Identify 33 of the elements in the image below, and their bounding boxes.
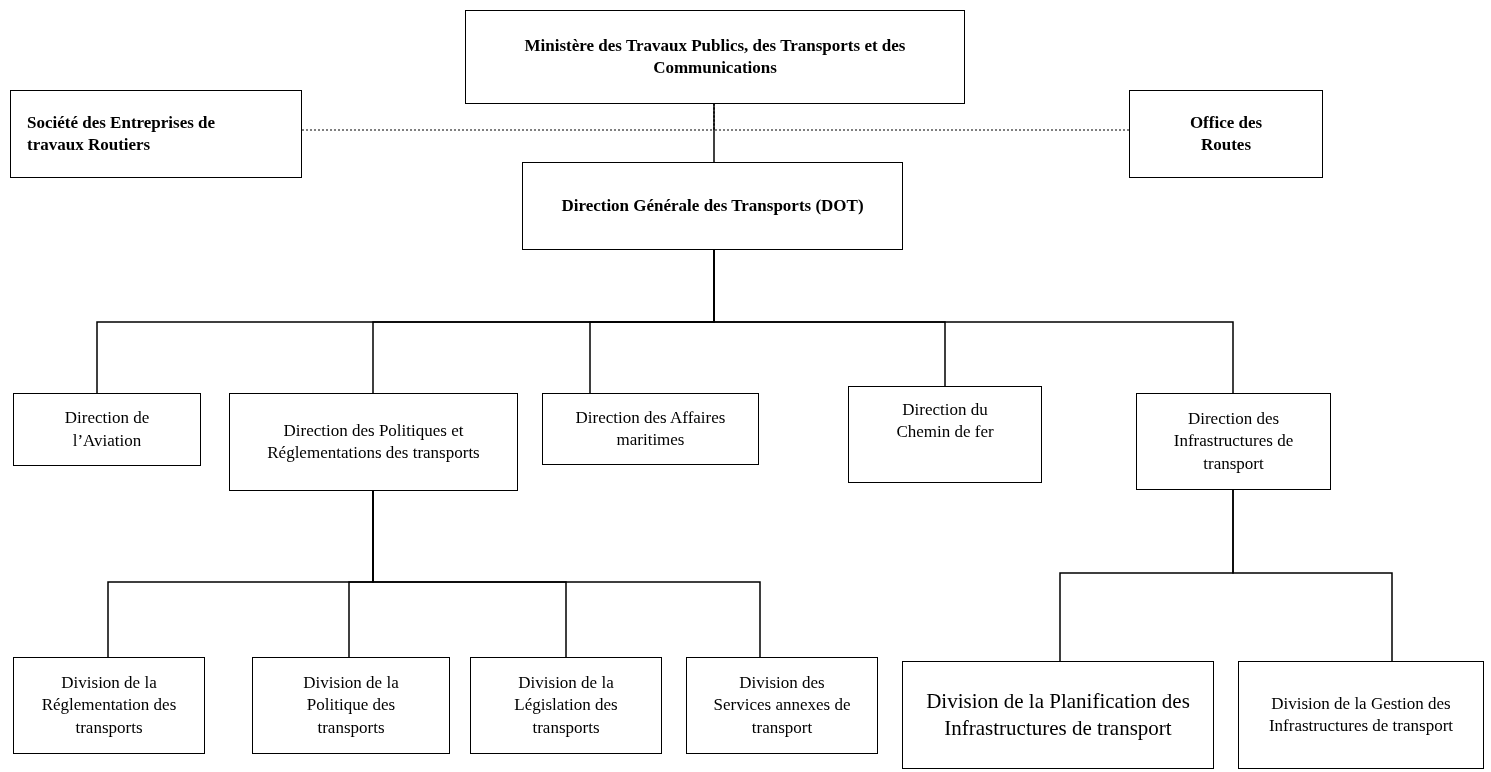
box-label: Division de la Planification des Infrastructures de transport (925, 687, 1191, 742)
connector-line (713, 103, 715, 163)
org-box (13, 657, 205, 754)
box-label: Division des Services annexes de transport (712, 672, 852, 739)
box-label: Division de la Politique des transports (302, 672, 400, 739)
org-box (13, 393, 201, 466)
org-box (848, 386, 1042, 483)
org-box (902, 661, 1214, 769)
box-label: Direction des Affaires maritimes (574, 406, 727, 451)
org-box (1129, 90, 1323, 178)
org-box (470, 657, 662, 754)
org-box (522, 162, 903, 250)
org-box (465, 10, 965, 104)
box-label: Division de la Gestion des Infrastructures de transport (1267, 692, 1455, 737)
box-label: Direction des Infrastructures de transport (1172, 408, 1295, 475)
dotted-connector (301, 103, 715, 131)
org-box (686, 657, 878, 754)
box-label: Division de la Législation des transports (513, 672, 619, 739)
box-label: Division de la Réglementation des transports (40, 672, 178, 739)
org-box (229, 393, 518, 491)
box-label: Office des Routes (1188, 111, 1264, 156)
box-label: Société des Entreprises de travaux Routiers (27, 111, 217, 156)
connector-line (1232, 489, 1393, 662)
org-box (1238, 661, 1484, 769)
org-box (1136, 393, 1331, 490)
org-box (542, 393, 759, 465)
box-label: Direction du Chemin de fer (895, 399, 995, 444)
box-label: Ministère des Travaux Publics, des Transports et des Communications (523, 34, 907, 79)
box-label: Direction des Politiques et Réglementations des transports (266, 419, 481, 464)
box-label: Direction Générale des Transports (DOT) (561, 194, 864, 217)
org-box (252, 657, 450, 754)
box-label: Direction de l’Aviation (63, 407, 151, 452)
org-box (10, 90, 302, 178)
